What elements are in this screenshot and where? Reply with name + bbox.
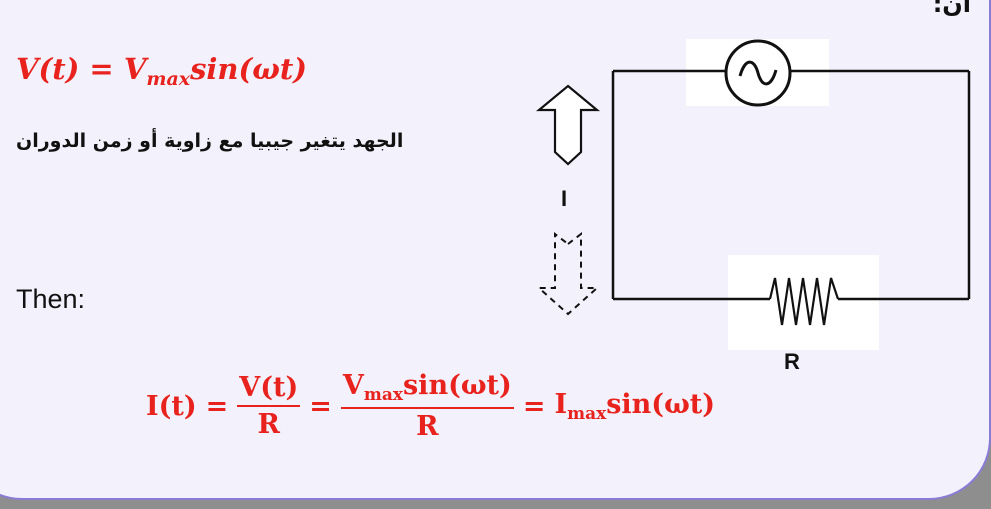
current-eq-result: Imaxsin(ωt) bbox=[554, 389, 715, 424]
result-main: I bbox=[554, 388, 568, 420]
voltage-eq-rhs: sin(ωt) bbox=[190, 52, 307, 86]
fraction-2-denominator: R bbox=[416, 411, 439, 442]
voltage-eq-lhs: V(t) = V bbox=[16, 52, 147, 86]
then-label: Then: bbox=[16, 284, 86, 314]
resistor-label: R bbox=[784, 349, 800, 374]
fraction-v-over-r: V(t) R bbox=[237, 372, 301, 440]
current-eq-lhs: I(t) bbox=[146, 390, 197, 422]
resistor-icon bbox=[768, 277, 840, 326]
fraction-vmax-over-r: Vmaxsin(ωt) R bbox=[340, 370, 514, 442]
resistor-box bbox=[728, 255, 879, 350]
fraction-1-numerator: V(t) bbox=[237, 372, 301, 407]
down-arrow-icon bbox=[536, 231, 600, 316]
header-arabic-fragment: أن: bbox=[932, 0, 971, 18]
equals-sign-1: = bbox=[205, 390, 229, 422]
arabic-description: الجهد يتغير جيبيا مع زاوية أو زمن الدورا… bbox=[16, 130, 404, 152]
equals-sign-2: = bbox=[309, 390, 332, 422]
current-label: I bbox=[561, 186, 568, 211]
equals-sign-3: = bbox=[522, 390, 546, 422]
fraction-1-denominator: R bbox=[257, 409, 280, 440]
voltage-eq-sub: max bbox=[146, 68, 191, 90]
ac-source-icon bbox=[724, 39, 792, 107]
fraction-2-num-sub: max bbox=[363, 385, 403, 405]
fraction-2-num-main: V bbox=[342, 370, 364, 401]
fraction-2-num-rest: sin(ωt) bbox=[402, 370, 512, 401]
result-rest: sin(ωt) bbox=[606, 388, 716, 420]
fraction-2-numerator: Vmaxsin(ωt) bbox=[340, 370, 514, 409]
current-equation: I(t) = V(t) R = Vmaxsin(ωt) R = Imaxsin(… bbox=[146, 356, 715, 456]
circuit-wires bbox=[611, 69, 971, 301]
voltage-equation: V(t) = Vmaxsin(ωt) bbox=[16, 52, 307, 90]
result-sub: max bbox=[567, 403, 607, 424]
up-arrow-icon bbox=[535, 84, 601, 166]
